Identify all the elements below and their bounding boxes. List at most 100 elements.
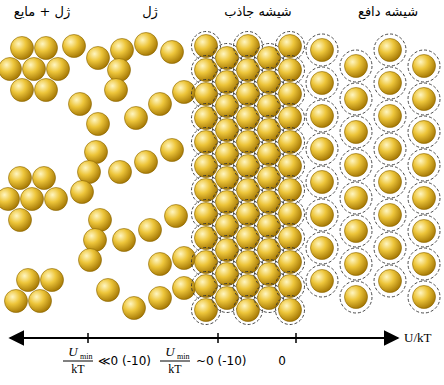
axis-value: ~0 (-10) — [196, 355, 246, 368]
particle-sphere — [345, 88, 368, 111]
particle-sphere — [216, 191, 239, 214]
particle-sphere — [258, 95, 281, 118]
particle-sphere — [105, 79, 128, 102]
particle-sphere — [379, 204, 402, 227]
particle-sphere — [311, 171, 334, 194]
particle-sphere — [108, 59, 131, 82]
particle — [79, 249, 102, 272]
particle — [340, 149, 372, 181]
interaction-shell — [408, 248, 440, 280]
particle-sphere — [35, 37, 58, 60]
interaction-shell — [340, 281, 372, 313]
particle — [149, 93, 172, 116]
particle — [0, 58, 22, 81]
particle — [161, 139, 184, 162]
particle-sphere — [216, 71, 239, 94]
particle — [135, 33, 158, 56]
symbol: kT — [71, 363, 84, 376]
particle-sphere — [35, 79, 58, 102]
particle-sphere — [237, 107, 260, 130]
particle — [276, 200, 305, 229]
particle-sphere — [413, 253, 436, 276]
particle-sphere — [97, 279, 120, 302]
particle-sphere — [195, 275, 218, 298]
particle-sphere — [195, 203, 218, 226]
particle-sphere — [87, 113, 110, 136]
particle — [276, 224, 305, 253]
particle-sphere — [258, 119, 281, 142]
particle — [374, 67, 406, 99]
particle — [0, 188, 20, 211]
interaction-shell — [408, 215, 440, 247]
particle-sphere — [149, 93, 172, 116]
particle-sphere — [139, 219, 162, 242]
particle-sphere — [195, 155, 218, 178]
interaction-shell — [276, 272, 305, 301]
particle-sphere — [237, 179, 260, 202]
particle-sphere — [79, 249, 102, 272]
particle-sphere — [413, 220, 436, 243]
particle-sphere — [237, 59, 260, 82]
particle-sphere — [258, 47, 281, 70]
particle — [165, 205, 188, 228]
particle-sphere — [258, 167, 281, 190]
particle-sphere — [237, 131, 260, 154]
interaction-shell — [374, 166, 406, 198]
particle-sphere — [345, 121, 368, 144]
particle-sphere — [258, 239, 281, 262]
particle-sphere — [379, 237, 402, 260]
particle-sphere — [216, 167, 239, 190]
particle-sphere — [195, 227, 218, 250]
particle-sphere — [84, 229, 107, 252]
particle-sphere — [123, 297, 146, 320]
particle-sphere — [279, 59, 302, 82]
particle — [97, 279, 120, 302]
particle — [340, 83, 372, 115]
interaction-shell — [276, 224, 305, 253]
particle-sphere — [345, 187, 368, 210]
particle — [33, 167, 56, 190]
particle-sphere — [216, 47, 239, 70]
interaction-shell — [276, 80, 305, 109]
particle-sphere — [9, 167, 32, 190]
particle-sphere — [21, 188, 44, 211]
particle — [408, 215, 440, 247]
particle-sphere — [413, 55, 436, 78]
particle-sphere — [135, 33, 158, 56]
particle — [41, 269, 64, 292]
subscript: min — [177, 353, 189, 362]
interaction-shell — [340, 149, 372, 181]
particle — [11, 37, 34, 60]
particle-sphere — [279, 203, 302, 226]
particle — [9, 209, 32, 232]
particle — [408, 182, 440, 214]
particle — [23, 58, 46, 81]
particle-sphere — [87, 47, 110, 70]
particle — [408, 281, 440, 313]
phase-label: شیشه جاذب — [224, 5, 292, 19]
particle — [374, 166, 406, 198]
interaction-shell — [340, 182, 372, 214]
particle — [306, 67, 338, 99]
particle-sphere — [345, 220, 368, 243]
particle — [5, 290, 28, 313]
particle — [374, 133, 406, 165]
interaction-shell — [276, 32, 305, 61]
interaction-shell — [374, 265, 406, 297]
particle — [113, 229, 136, 252]
particle-sphere — [279, 179, 302, 202]
particle — [109, 161, 132, 184]
particle-sphere — [311, 72, 334, 95]
particle — [276, 56, 305, 85]
symbol: U — [165, 345, 174, 359]
interaction-shell — [340, 50, 372, 82]
interaction-shell — [306, 67, 338, 99]
particle-sphere — [237, 251, 260, 274]
particle — [173, 277, 196, 300]
sphere-group — [0, 32, 440, 325]
axis-line — [10, 337, 398, 339]
particle — [306, 100, 338, 132]
particle-sphere — [379, 270, 402, 293]
particle — [374, 100, 406, 132]
